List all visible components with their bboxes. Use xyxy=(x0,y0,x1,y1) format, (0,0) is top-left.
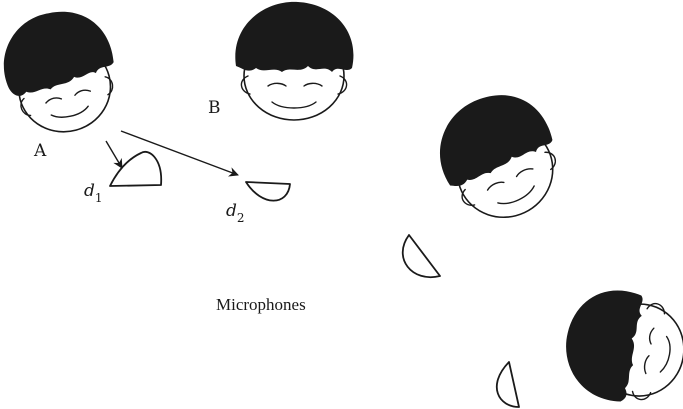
head-a-icon xyxy=(0,0,129,144)
microphone-4-icon xyxy=(497,362,519,407)
label-distance-1-sub: 1 xyxy=(95,191,103,205)
label-speaker-a: A xyxy=(33,141,47,161)
arrow-a-to-d1 xyxy=(106,141,122,168)
head-c-icon xyxy=(421,78,576,237)
label-distance-2: d2 xyxy=(226,201,245,225)
head-b-icon xyxy=(235,2,353,120)
microphone-1-icon xyxy=(110,152,161,186)
microphone-2-icon xyxy=(246,182,290,201)
microphone-3-icon xyxy=(403,235,440,277)
microphones-caption: Microphones xyxy=(216,295,306,314)
label-speaker-b: B xyxy=(208,98,221,118)
label-distance-1: d1 xyxy=(84,181,103,205)
label-distance-1-base: d xyxy=(84,181,95,201)
label-distance-2-sub: 2 xyxy=(237,211,245,225)
head-d-icon xyxy=(557,282,683,409)
label-distance-2-base: d xyxy=(226,201,237,221)
